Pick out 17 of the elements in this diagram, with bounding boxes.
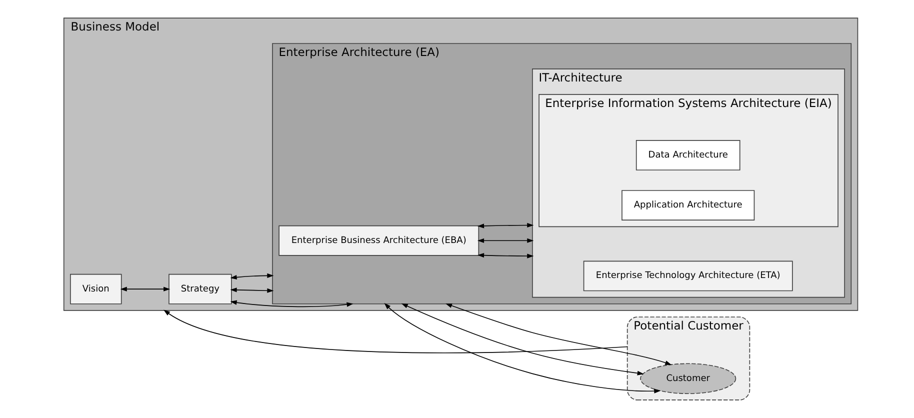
arrow [400,303,644,376]
arrow [230,288,274,293]
arrow [230,273,274,280]
arrow [444,303,672,365]
arrow [476,253,534,258]
arrow [476,222,534,228]
node-box: Data Architecture [635,140,740,170]
node-box: Strategy [168,274,232,304]
arrow [384,302,660,394]
node-box: Application Architecture [621,190,754,220]
node-box: Enterprise Technology Architecture (ETA) [582,260,792,292]
arrow [120,286,170,292]
arrow [163,310,628,354]
node-box: Vision [70,274,122,304]
arrow [230,300,353,308]
node-box: Enterprise Business Architecture (EBA) [278,225,479,256]
arrow [476,238,534,243]
